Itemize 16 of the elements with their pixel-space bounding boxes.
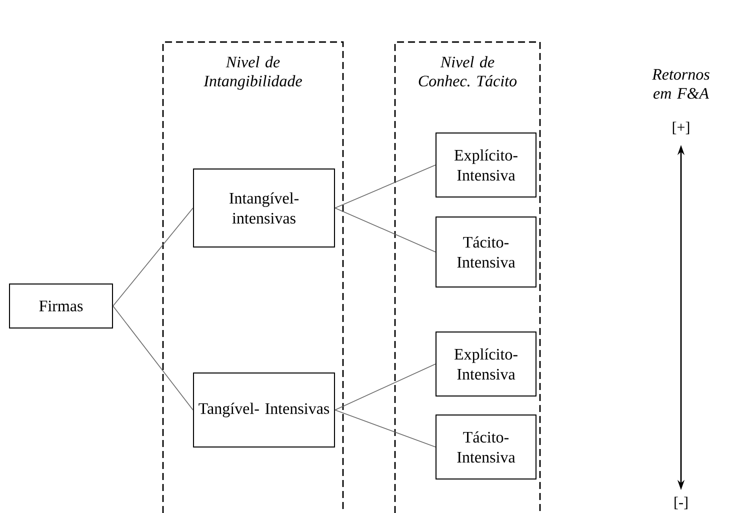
process-box: Tácito- Intensiva: [436, 216, 536, 288]
connector-line: [334, 164, 436, 208]
process-box: Explícito- Intensiva: [436, 132, 536, 198]
axis-label: [+]: [672, 122, 690, 134]
connector-line: [334, 364, 436, 410]
process-box: Intangível- intensivas: [193, 168, 335, 248]
connector-line: [334, 208, 436, 252]
process-box: Tangível- Intensivas: [193, 372, 335, 448]
process-box: Explícito- Intensiva: [436, 331, 536, 396]
process-box: Firmas: [9, 284, 113, 328]
process-box: Tácito- Intensiva: [436, 414, 536, 480]
axis-label: [-]: [674, 496, 688, 510]
connector-line: [112, 208, 194, 306]
axis-label: Retornos em F&A: [652, 69, 710, 99]
connector-line: [334, 410, 436, 448]
connector-line: [112, 306, 194, 410]
